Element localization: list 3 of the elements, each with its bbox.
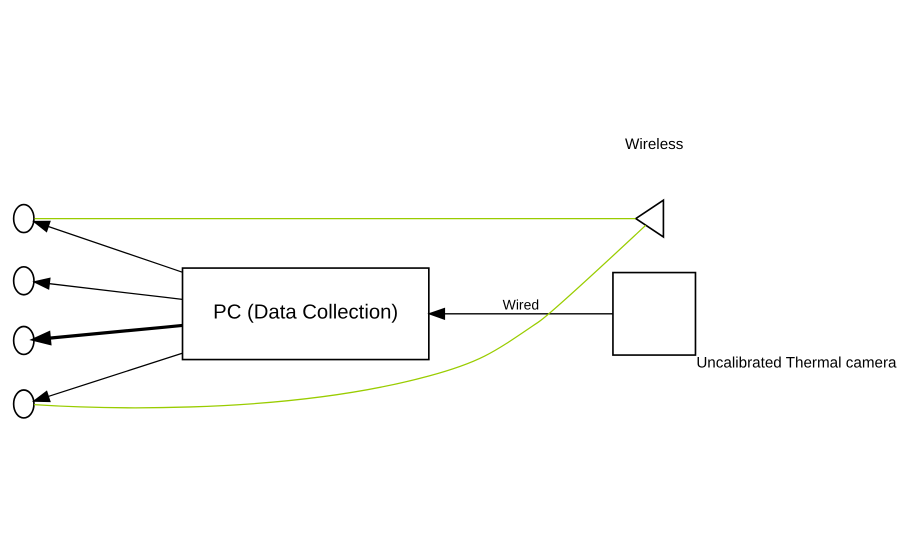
label: Wireless: [625, 136, 684, 153]
node-label: Uncalibrated Thermal camera: [696, 354, 897, 372]
edge-label: Wired: [502, 296, 540, 313]
